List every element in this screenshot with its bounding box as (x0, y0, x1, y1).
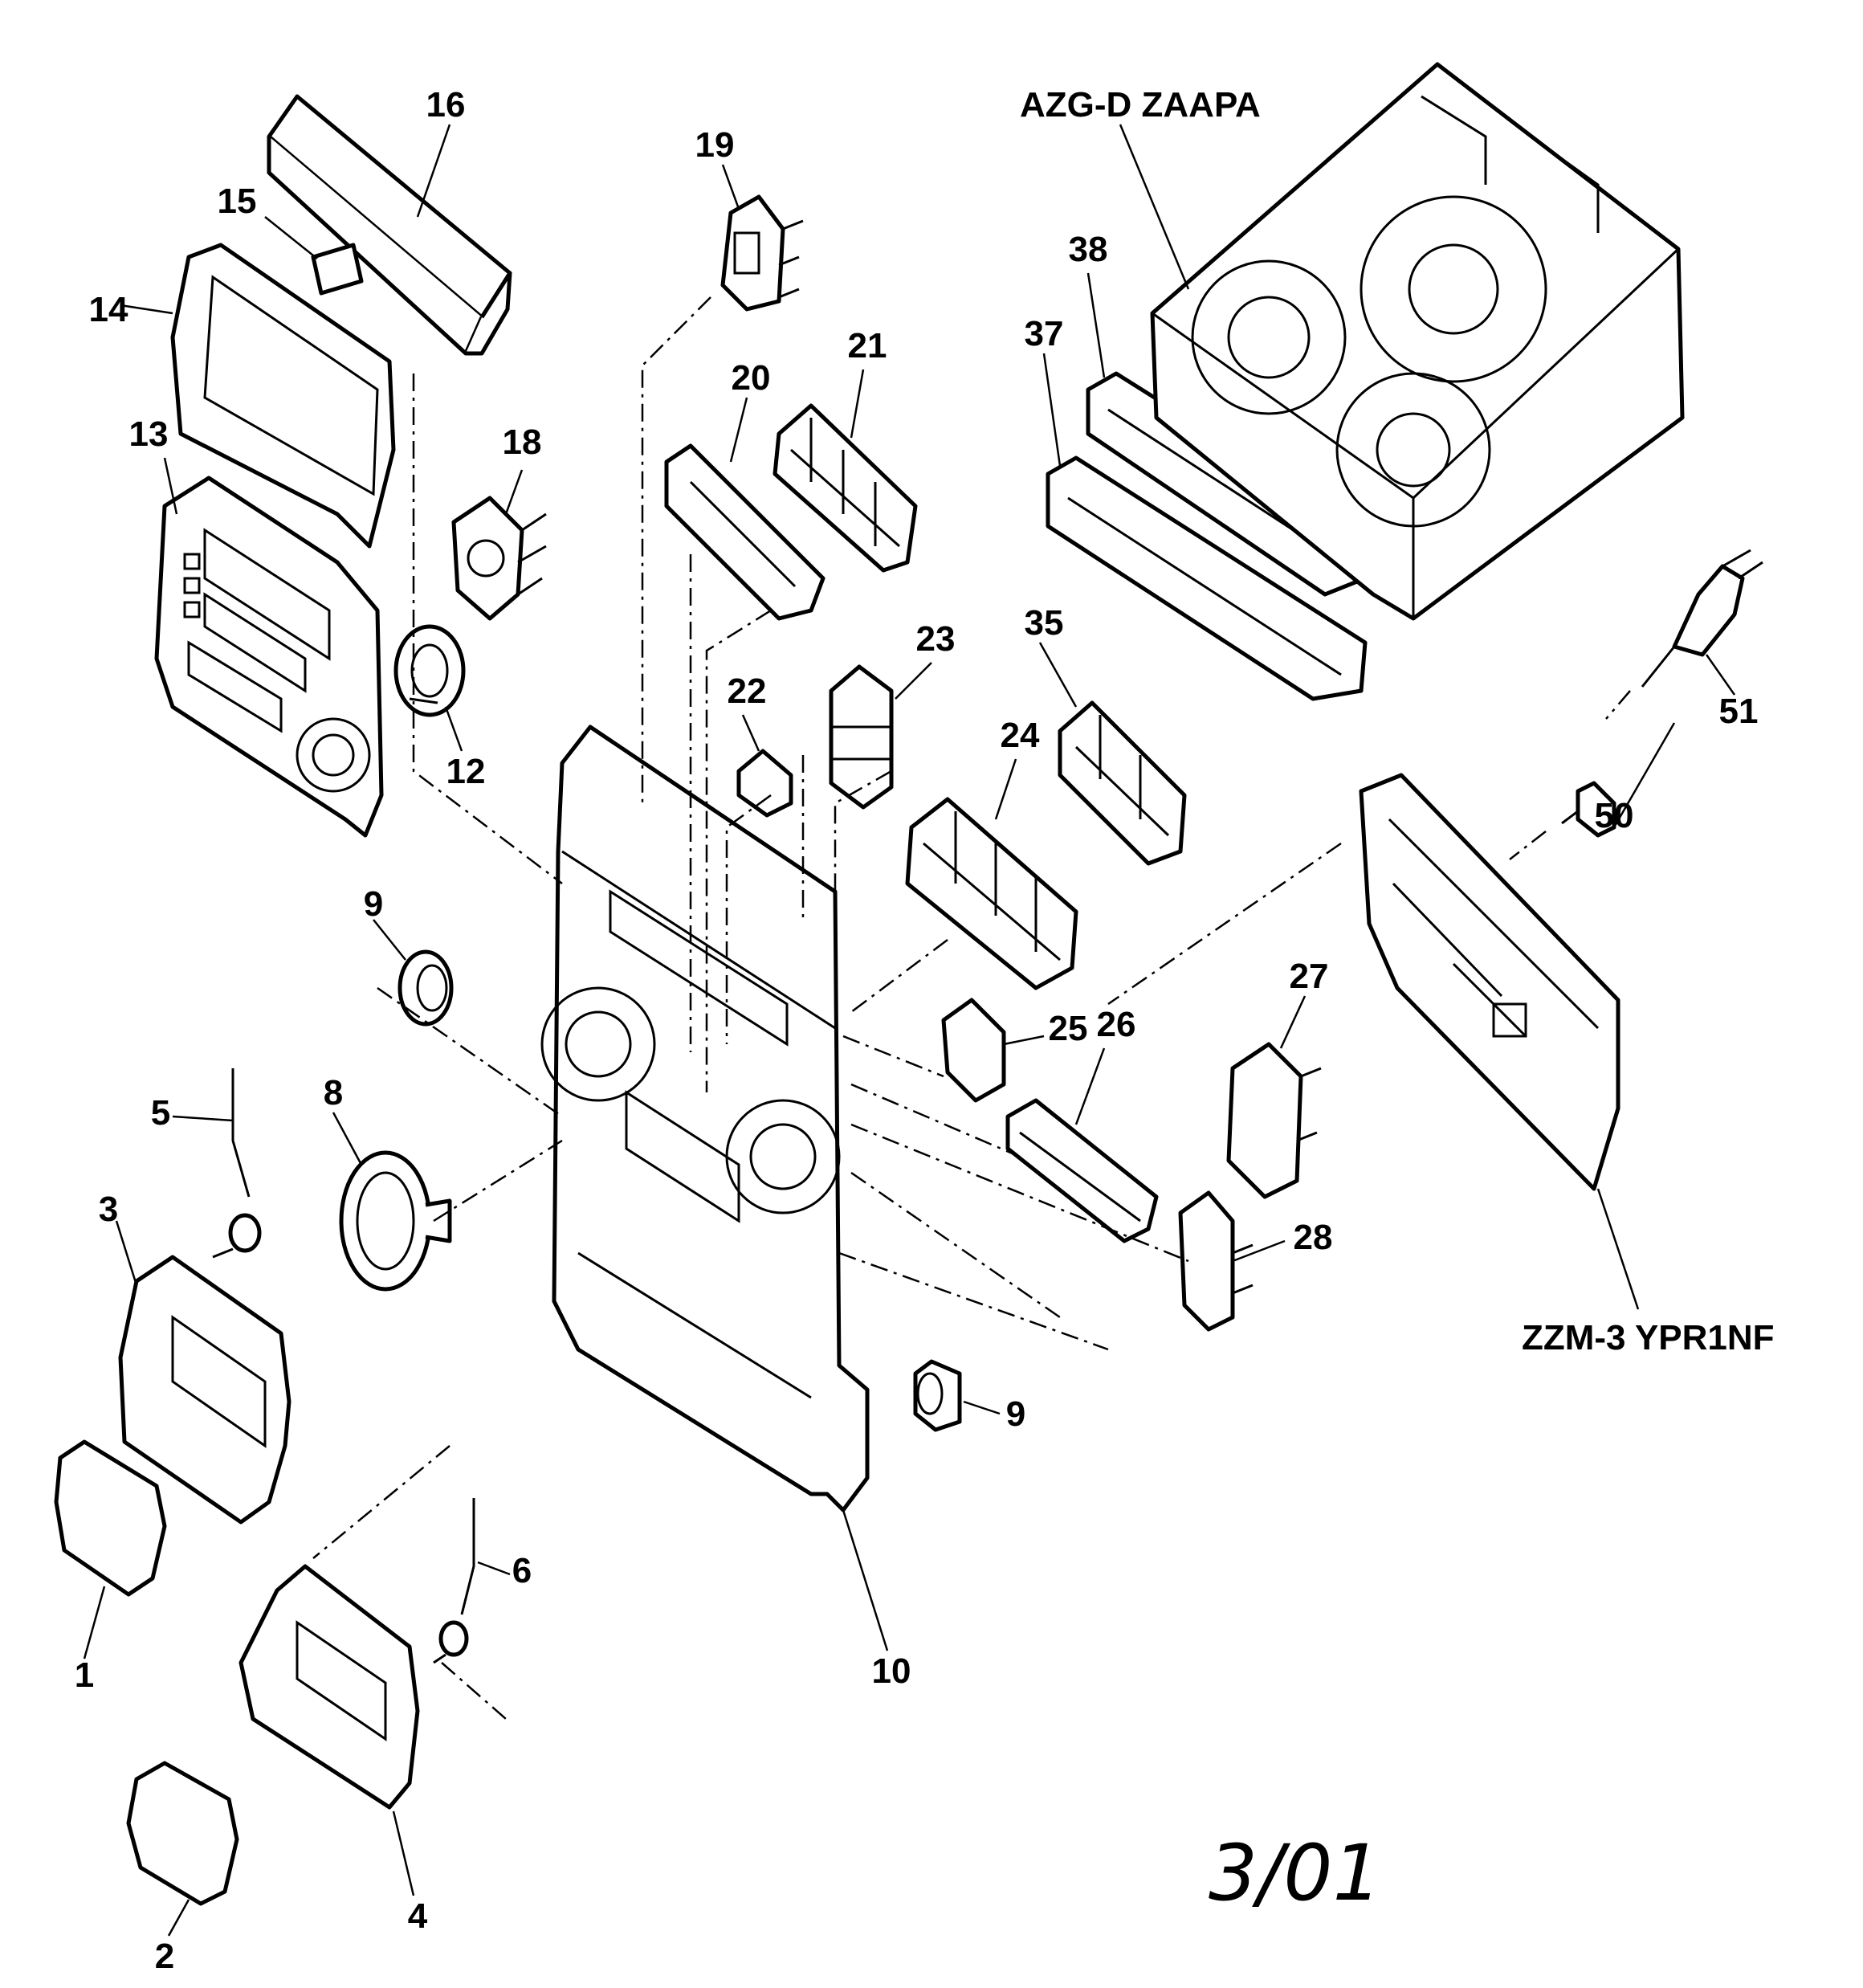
part-26-switch-bar (1005, 1098, 1159, 1243)
part-6-spring (433, 1498, 475, 1664)
callout-10: 10 (872, 1651, 911, 1691)
mechanism-assembly (1150, 62, 1685, 621)
callout-28: 28 (1294, 1218, 1333, 1257)
part-8-volume-knob (339, 1150, 452, 1292)
part-12-knob (393, 624, 466, 717)
callout-35: 35 (1025, 603, 1064, 643)
part-14-display-panel (170, 243, 396, 549)
part-15-window (311, 243, 364, 296)
callout-8: 8 (324, 1073, 343, 1112)
part-21-block (773, 403, 918, 573)
callout-25: 25 (1049, 1009, 1088, 1048)
callout-38: 38 (1069, 230, 1108, 269)
part-13-front-bezel (154, 476, 384, 838)
part-1-button (54, 1439, 167, 1597)
callout-2: 2 (155, 1937, 174, 1976)
callout-5: 5 (151, 1093, 170, 1133)
part-27-bracket (1226, 1042, 1322, 1199)
callout-12: 12 (446, 752, 486, 791)
callout-27: 27 (1290, 957, 1329, 996)
callout-22: 22 (728, 672, 767, 711)
callout-50: 50 (1595, 796, 1634, 835)
part-9-knob-upper (397, 949, 454, 1027)
part-25-clip (941, 998, 1006, 1103)
callout-1: 1 (75, 1655, 94, 1695)
part-2-button (126, 1761, 239, 1906)
assembly-label-mechanism: AZG-D ZAAPA (1020, 85, 1261, 125)
callout-51: 51 (1719, 692, 1759, 731)
callout-15: 15 (218, 182, 257, 221)
part-9-knob-lower (913, 1359, 962, 1432)
part-22-small-block (736, 749, 793, 818)
callout-6: 6 (512, 1551, 532, 1590)
part-28-clip (1178, 1190, 1254, 1332)
callout-20: 20 (732, 358, 771, 398)
part-24-block (905, 797, 1078, 990)
callout-16: 16 (426, 85, 466, 125)
assembly-label-pcb: ZZM-3 YPR1NF (1522, 1318, 1775, 1357)
callout-26: 26 (1097, 1005, 1136, 1044)
callout-9-upper: 9 (364, 884, 383, 924)
callout-9-lower: 9 (1006, 1394, 1025, 1434)
callout-4: 4 (408, 1896, 428, 1936)
callout-21: 21 (848, 326, 887, 365)
part-5-spring (212, 1068, 262, 1259)
part-37-door (1046, 455, 1368, 701)
part-18-bracket (451, 496, 547, 621)
callout-37: 37 (1025, 314, 1064, 353)
callout-labels: 1 2 3 4 5 6 8 9 9 10 12 13 14 15 16 18 1… (75, 85, 1759, 1976)
part-20-bar (664, 443, 826, 621)
callout-23: 23 (916, 619, 956, 659)
part-10-main-chassis (540, 725, 870, 1512)
part-51-ac-plug (1641, 549, 1763, 688)
part-35-block (1058, 700, 1187, 866)
callout-13: 13 (129, 414, 169, 454)
part-23-block (829, 664, 894, 810)
callout-3: 3 (99, 1190, 118, 1229)
callout-24: 24 (1001, 716, 1040, 755)
part-19-switch (720, 194, 804, 312)
part-16-top-cover (267, 94, 512, 356)
assembly-guide-lines (312, 296, 1631, 1720)
pcb-assembly (1359, 773, 1620, 1191)
date-mark: 3/01 (1209, 1828, 1382, 1918)
callout-18: 18 (503, 423, 542, 462)
part-4-side-panel (238, 1564, 420, 1810)
callout-19: 19 (695, 125, 735, 165)
part-3-side-panel (118, 1255, 291, 1525)
callout-14: 14 (89, 290, 128, 329)
